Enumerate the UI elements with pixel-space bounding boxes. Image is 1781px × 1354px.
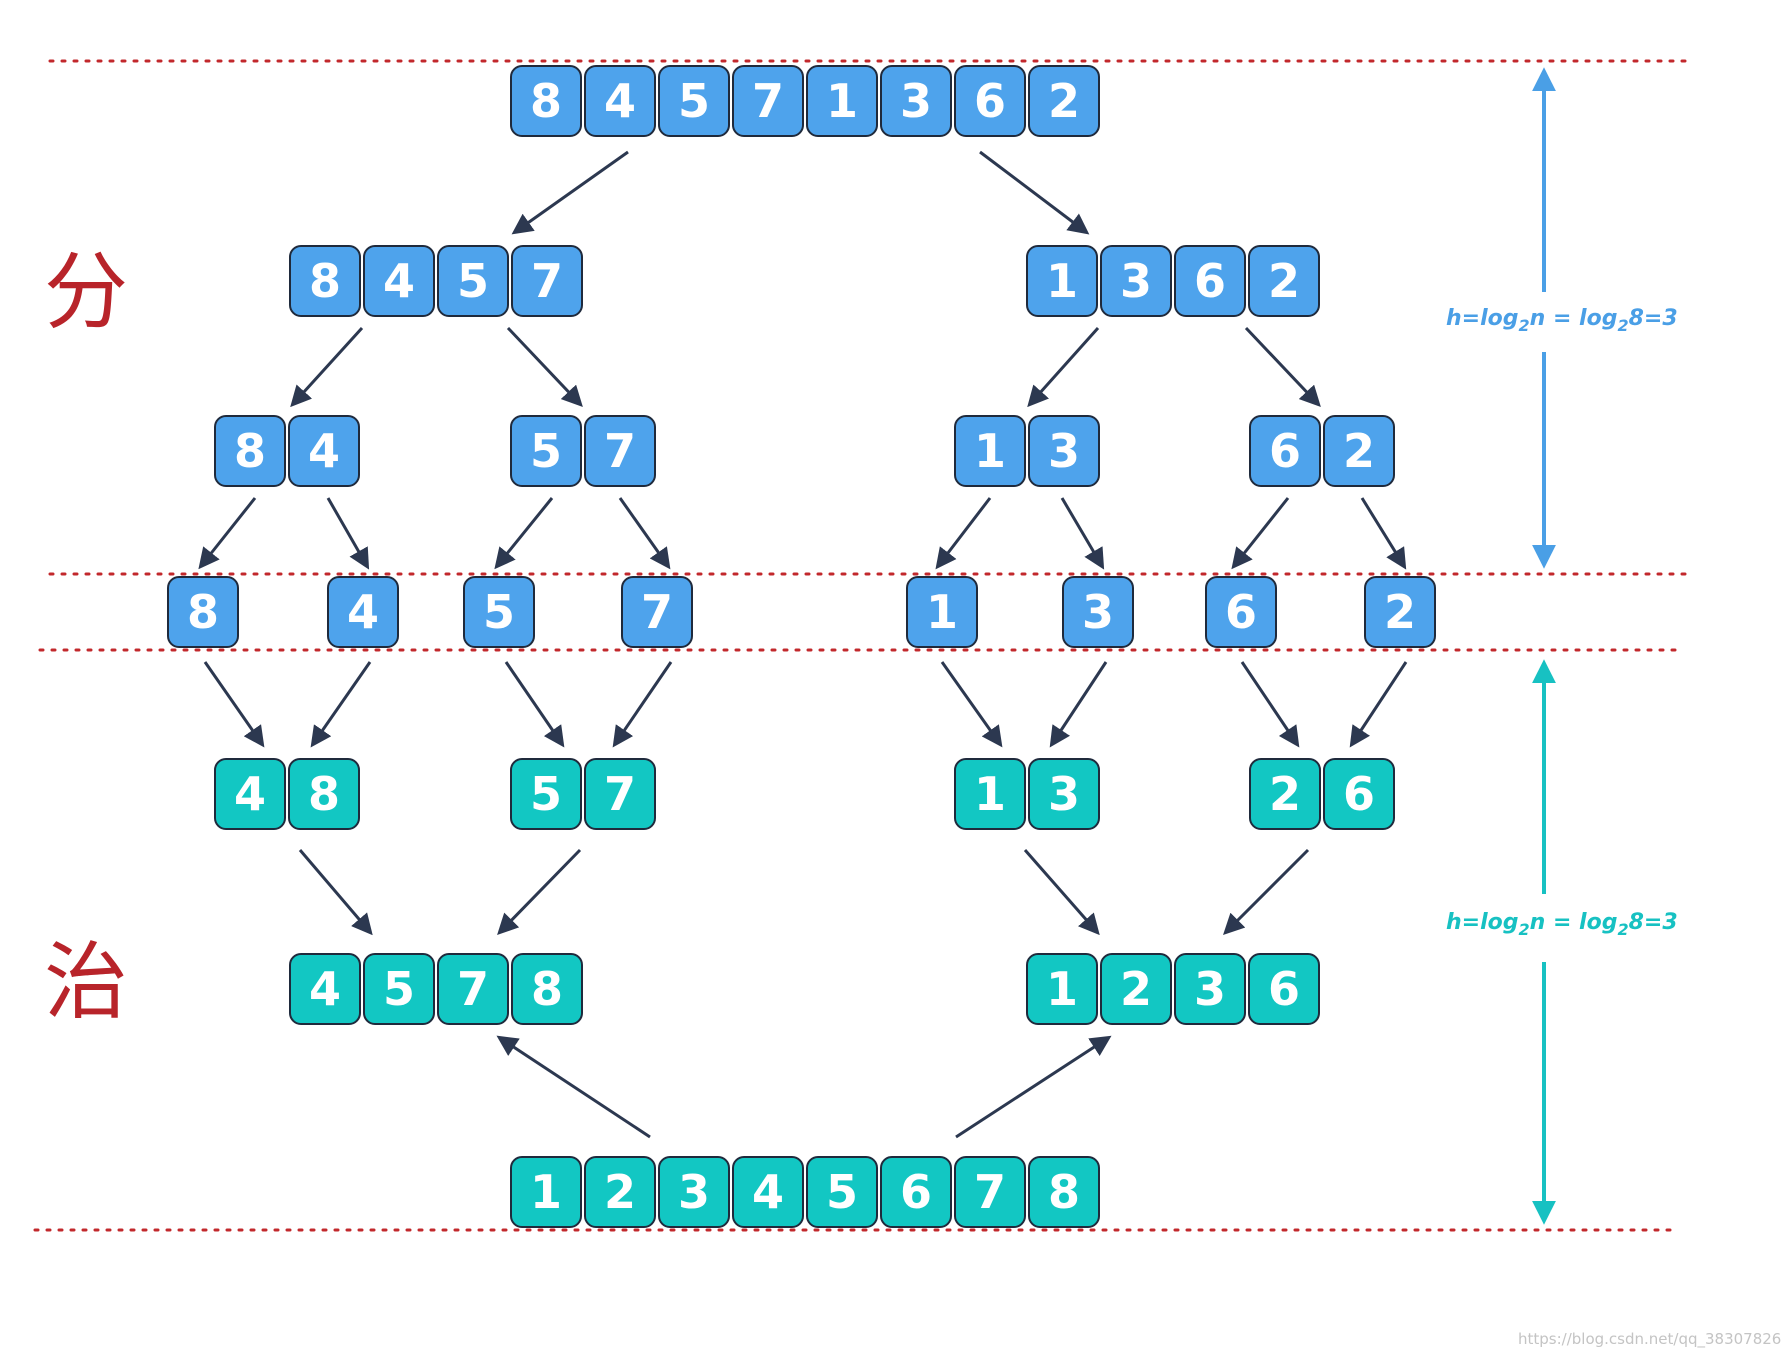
array-cell-split1: 7 [511,245,583,317]
array-cell-split3: 2 [1364,576,1436,648]
flow-arrow [496,1035,651,1139]
array-cell-split1: 3 [1100,245,1172,317]
array-cell-merge1: 7 [584,758,656,830]
array-cell-merge2: 8 [511,953,583,1025]
array-cell-split0: 8 [510,65,582,137]
flow-arrow [298,849,373,936]
array-cell-merge2: 5 [363,953,435,1025]
split-height-label: h=log2n = log28=3 [1446,306,1678,335]
flow-arrow [310,661,372,748]
array-cell-split0: 1 [806,65,878,137]
flow-arrow [290,326,364,408]
array-cell-merge1: 3 [1028,758,1100,830]
array-cell-merge1: 2 [1249,758,1321,830]
array-cell-split0: 7 [732,65,804,137]
array-cell-split2: 8 [214,415,286,487]
flow-arrow [504,661,565,748]
array-cell-split2: 4 [288,415,360,487]
flow-arrow [497,848,582,936]
array-cell-split2: 2 [1323,415,1395,487]
array-cell-split2: 1 [954,415,1026,487]
array-cell-split1: 8 [289,245,361,317]
flow-arrow [1023,849,1100,936]
flow-arrow [511,150,629,235]
flow-arrow [326,497,370,570]
flow-arrow [955,1035,1112,1139]
array-cell-merge1: 6 [1323,758,1395,830]
array-cell-split3: 5 [463,576,535,648]
array-cell-merge3: 2 [584,1156,656,1228]
array-cell-merge3: 3 [658,1156,730,1228]
flow-arrow [203,661,265,748]
array-cell-merge2: 1 [1026,953,1098,1025]
array-cell-merge3: 5 [806,1156,878,1228]
array-cell-split1: 1 [1026,245,1098,317]
flow-arrow [612,661,673,748]
watermark: https://blog.csdn.net/qq_38307826 [1518,1330,1781,1348]
flow-arrow [1049,661,1108,748]
flow-arrow [1027,326,1100,408]
array-cell-merge2: 3 [1174,953,1246,1025]
array-cell-split1: 5 [437,245,509,317]
array-cell-split0: 6 [954,65,1026,137]
array-cell-merge3: 4 [732,1156,804,1228]
array-cell-split0: 3 [880,65,952,137]
flow-arrow [940,661,1003,748]
array-cell-merge2: 7 [437,953,509,1025]
merge-height-label: h=log2n = log28=3 [1446,910,1678,939]
array-cell-split2: 7 [584,415,656,487]
flow-arrow [1349,661,1408,748]
array-cell-merge2: 6 [1248,953,1320,1025]
merge-label: 治 [44,933,129,1031]
flow-arrow [979,150,1090,235]
array-cell-merge3: 7 [954,1156,1026,1228]
array-cell-split3: 6 [1205,576,1277,648]
array-cell-split3: 1 [906,576,978,648]
array-cell-split1: 2 [1248,245,1320,317]
array-cell-merge3: 8 [1028,1156,1100,1228]
array-cell-merge3: 6 [880,1156,952,1228]
array-cell-merge1: 1 [954,758,1026,830]
flow-arrow [618,497,671,570]
array-cell-split3: 3 [1062,576,1134,648]
array-cell-merge1: 5 [510,758,582,830]
array-cell-merge2: 2 [1100,953,1172,1025]
flow-arrow [494,497,554,570]
array-cell-split0: 5 [658,65,730,137]
flow-arrow [506,326,583,408]
split-label: 分 [44,243,129,341]
array-cell-merge3: 1 [510,1156,582,1228]
flow-arrow [1223,848,1310,935]
array-cell-merge2: 4 [289,953,361,1025]
array-cell-split0: 2 [1028,65,1100,137]
array-cell-split1: 6 [1174,245,1246,317]
array-cell-split3: 8 [167,576,239,648]
flow-arrow [1240,661,1300,748]
flow-arrow [1231,497,1290,570]
array-cell-split2: 5 [510,415,582,487]
array-cell-merge1: 4 [214,758,286,830]
array-cell-split0: 4 [584,65,656,137]
flow-arrow [1244,326,1321,408]
array-cell-split2: 3 [1028,415,1100,487]
flow-arrow [1360,497,1407,570]
array-cell-split2: 6 [1249,415,1321,487]
array-cell-split3: 4 [327,576,399,648]
flow-arrow [1060,497,1105,570]
array-cell-split3: 7 [621,576,693,648]
array-cell-merge1: 8 [288,758,360,830]
flow-arrow [935,497,992,570]
flow-arrow [198,497,257,570]
array-cell-split1: 4 [363,245,435,317]
